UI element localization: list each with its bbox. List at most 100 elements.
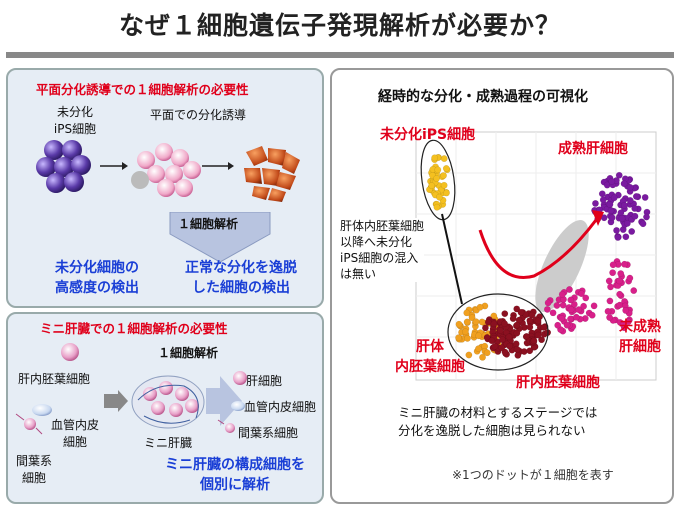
point-liver-endoderm (491, 342, 499, 350)
point-mature (631, 212, 639, 220)
hepatocyte-icon (233, 371, 247, 385)
point-mature (621, 201, 628, 209)
point-immature (558, 315, 566, 322)
point-immature (543, 305, 551, 313)
undiff-cell-cluster (36, 140, 91, 193)
mesenchymal-label: 間葉系細胞 (15, 454, 52, 485)
panel1-heading: 平面分化誘導での１細胞解析の必要性 (36, 82, 249, 97)
point-liver-endoderm (526, 317, 534, 324)
title-underline (6, 52, 674, 58)
point-liver-endoderm (526, 323, 534, 331)
point-immature (588, 311, 596, 319)
point-immature (567, 296, 575, 304)
point-liver-endoderm (513, 345, 521, 353)
point-mature (608, 214, 616, 222)
point-undiff (428, 182, 436, 190)
point-undiff (442, 165, 450, 172)
point-undiff (440, 155, 448, 162)
single-cell-analysis-arrow (169, 212, 271, 263)
point-liver-endoderm (523, 333, 530, 340)
point-mature (626, 197, 634, 204)
point-endoderm (475, 345, 482, 353)
mini-liver-result: ミニ肝臓の構成細胞を個別に解析 (165, 457, 305, 493)
result-deviation-detection: 正常な分化を逸脱した細胞の検出 (185, 260, 297, 296)
point-undiff (434, 166, 442, 174)
page-title: なぜ１細胞遺伝子発現解析が必要か？ (118, 11, 561, 40)
point-mature (628, 228, 636, 235)
out-hepatocyte-label: 肝細胞 (246, 374, 283, 388)
endoderm-cell-icon (61, 343, 79, 361)
point-undiff (433, 203, 441, 211)
point-immature (615, 277, 623, 285)
point-immature (572, 313, 580, 321)
inducing-cell-cluster (131, 143, 201, 197)
endoderm-outline (447, 293, 549, 371)
induction-label: 平面での分化誘導 (150, 108, 247, 122)
trajectory-arrow (478, 219, 598, 279)
point-immature (558, 290, 566, 298)
point-endoderm (464, 334, 471, 342)
point-immature (609, 261, 617, 269)
point-mature (641, 194, 649, 201)
point-liver-endoderm (513, 305, 521, 313)
point-mature (623, 219, 631, 227)
point-mature (592, 200, 599, 207)
point-mature (622, 233, 630, 241)
label-mature-hepatocyte: 成熟肝細胞 (558, 141, 628, 157)
point-endoderm (472, 318, 480, 326)
point-mature (614, 234, 622, 241)
point-immature (604, 307, 612, 315)
mesenchymal-out-icon (217, 419, 235, 433)
label-liver-endoderm: 肝内胚葉細胞 (516, 375, 600, 391)
point-immature (582, 294, 590, 302)
point-immature (553, 302, 561, 309)
point-immature (567, 306, 575, 314)
point-liver-endoderm (501, 320, 508, 328)
point-undiff (440, 181, 448, 189)
point-immature (617, 270, 625, 277)
point-mature (620, 180, 628, 188)
point-immature (575, 306, 583, 313)
arrow-icon (100, 162, 128, 170)
point-endoderm (463, 318, 471, 326)
point-undiff (435, 193, 443, 201)
point-mature (639, 220, 647, 228)
point-immature (544, 299, 552, 307)
point-liver-endoderm (506, 342, 514, 350)
point-mature (617, 209, 625, 217)
point-endoderm (468, 314, 476, 322)
point-mature (626, 183, 634, 191)
point-liver-endoderm (482, 324, 489, 332)
point-mature (599, 196, 607, 204)
point-liver-endoderm (513, 329, 521, 337)
panel2-arrow-label: １細胞解析 (158, 346, 219, 360)
point-undiff (440, 172, 447, 179)
point-immature (616, 301, 624, 309)
point-liver-endoderm (534, 331, 542, 339)
label-immature-hepatocyte: 未成熟肝細胞 (619, 319, 661, 355)
result-undiff-detection: 未分化細胞の高感度の検出 (55, 260, 139, 296)
point-immature (607, 283, 614, 291)
panel1-arrow-label: １細胞解析 (178, 217, 239, 231)
point-mature (607, 207, 615, 215)
point-mature (643, 213, 650, 221)
point-immature (578, 290, 585, 298)
point-liver-endoderm (498, 336, 506, 344)
point-liver-endoderm (483, 334, 491, 341)
differentiated-cell-cluster (244, 146, 300, 202)
out-endothelial-label: 血管内皮細胞 (244, 400, 317, 414)
point-mature (618, 214, 626, 222)
arrow-icon (202, 162, 234, 170)
mini-liver-cluster (131, 375, 205, 429)
trajectory-arrowhead (592, 210, 604, 226)
point-immature (621, 260, 628, 268)
point-liver-endoderm (484, 318, 492, 326)
point-undiff (443, 189, 450, 197)
point-endoderm (483, 349, 491, 357)
mesenchymal-cell-icon (15, 413, 43, 435)
point-liver-endoderm (513, 321, 521, 329)
mini-liver-label: ミニ肝臓 (144, 436, 193, 450)
point-immature (606, 297, 614, 305)
point-liver-endoderm (517, 308, 525, 316)
point-liver-endoderm (490, 320, 498, 328)
